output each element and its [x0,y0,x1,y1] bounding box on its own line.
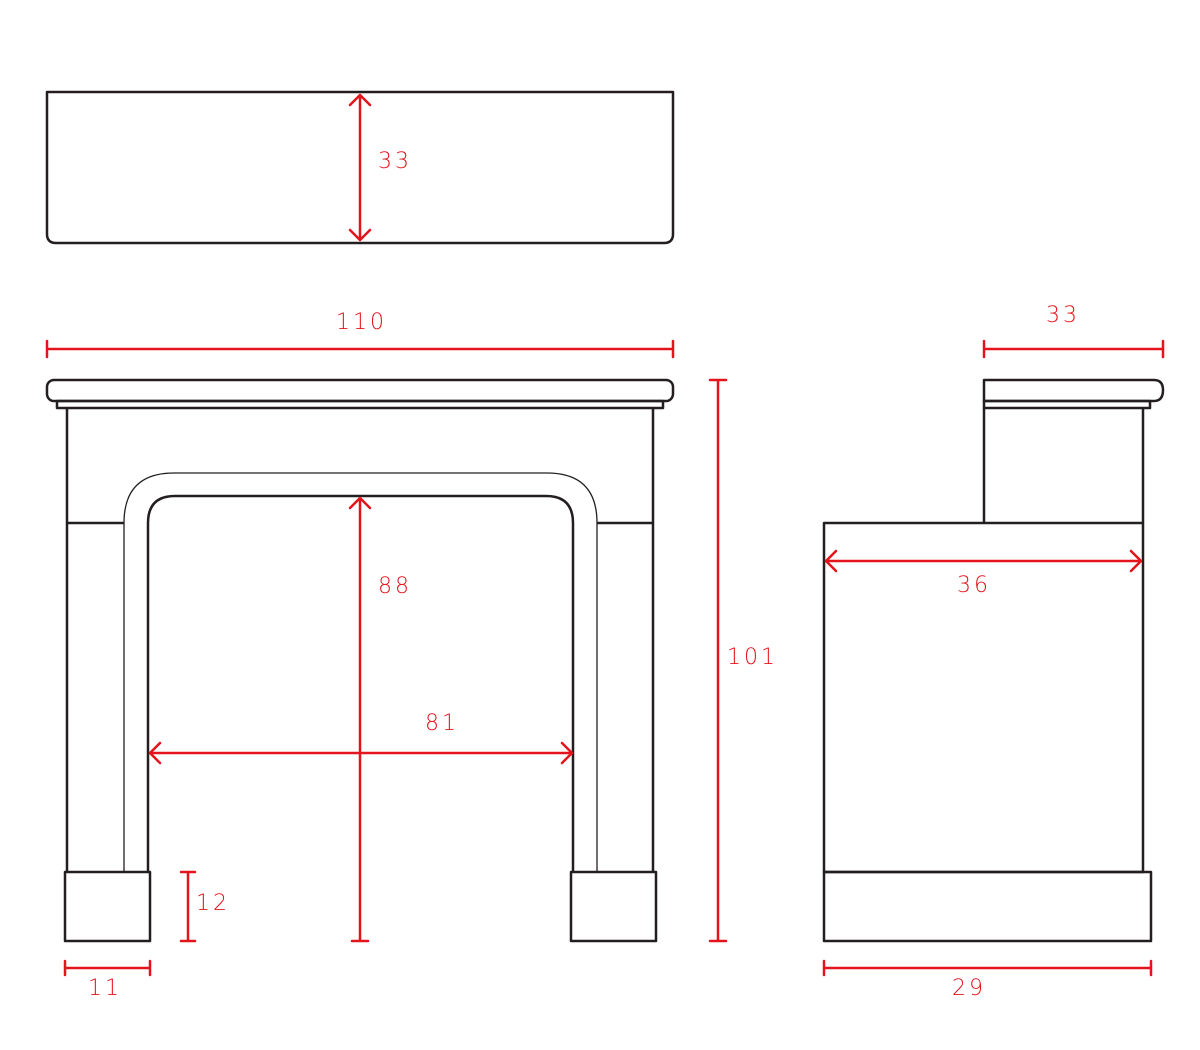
front-shelf-moulding [55,399,665,410]
dim-top-view-depth-line [348,93,372,242]
dim-top-view-depth-label: 33 [378,149,412,174]
dim-side-base-depth-label: 29 [952,976,986,1001]
dim-top-view-depth: 33 [348,93,412,242]
front-surround-outline [65,408,655,872]
dim-side-base-depth: 29 [822,959,1153,1001]
front-plinth-left [63,870,152,943]
dim-plinth-width-label: 11 [88,976,122,1001]
dim-plinth-height-label: 12 [196,891,230,916]
dim-side-shelf-depth-label: 33 [1046,303,1080,328]
dim-opening-height-line [348,496,372,943]
dim-opening-height: 88 [348,496,412,943]
dim-plinth-width-line [63,959,152,977]
top-view [45,90,675,245]
dim-overall-height-line [708,378,728,943]
dim-side-body-depth-label: 36 [957,573,991,598]
dim-overall-height-label: 101 [727,645,778,670]
front-opening [146,494,575,872]
dim-opening-width-line [148,741,574,765]
dim-plinth-height: 12 [179,870,230,943]
dim-side-body-depth-line [824,549,1143,573]
dimension-annotations: 33 110 101 88 81 12 11 [45,93,1165,1001]
side-shelf [982,378,1165,403]
side-view [822,378,1165,943]
side-shelf-moulding [982,399,1152,410]
side-upper-block [982,408,1145,523]
dim-overall-width-label: 110 [336,310,387,335]
front-plinth-right [569,870,658,943]
top-view-outline [45,90,675,245]
dim-side-shelf-depth: 33 [982,303,1165,359]
dim-opening-width-label: 81 [425,711,459,736]
dim-side-body-depth: 36 [824,549,1143,598]
dim-side-base-depth-line [822,959,1153,977]
dim-overall-width-line [45,339,675,359]
dim-plinth-height-line [179,870,197,943]
dim-opening-width: 81 [148,711,574,765]
dim-plinth-width: 11 [63,959,152,1001]
front-mantel-shelf [45,378,675,403]
dim-overall-width: 110 [45,310,675,359]
front-view [45,378,675,943]
dim-opening-height-label: 88 [378,574,412,599]
front-bead-moulding [123,472,598,872]
side-base [822,870,1153,943]
dim-side-shelf-depth-line [982,339,1165,359]
dim-overall-height: 101 [708,378,778,943]
